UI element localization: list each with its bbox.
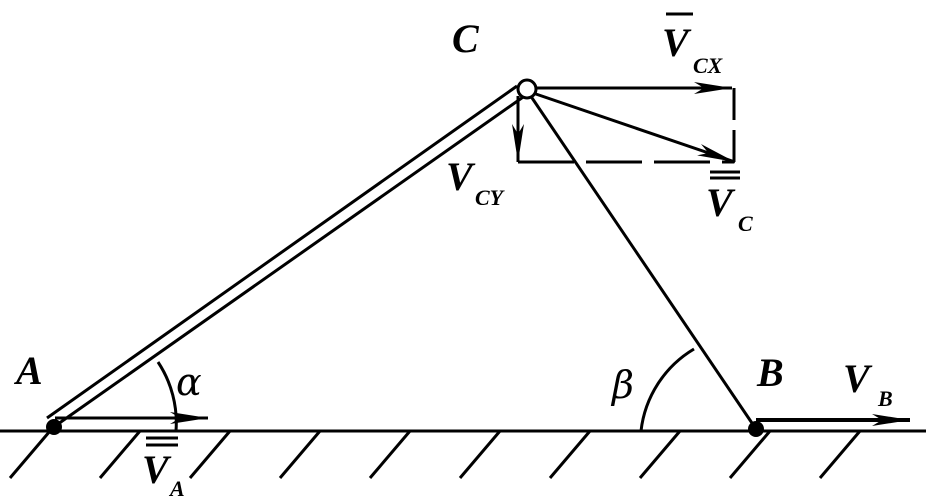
va-sub: A <box>168 476 185 500</box>
vcy-main: V <box>446 154 476 199</box>
angle-alpha-arc <box>156 361 178 432</box>
label-alpha: α <box>176 360 202 404</box>
label-c: C <box>452 16 480 61</box>
ground-hatching <box>8 430 862 479</box>
label-vb: V B <box>843 356 893 411</box>
vcy-sub: CY <box>475 185 506 210</box>
angle-beta-arc <box>639 347 695 432</box>
joint-c <box>516 78 538 100</box>
vcx-main: V <box>662 20 692 65</box>
vc-sub: C <box>738 211 753 236</box>
link-ac <box>46 84 527 426</box>
vcx-sub: CX <box>693 53 724 78</box>
joint-b <box>748 421 764 437</box>
vb-sub: B <box>877 386 893 411</box>
ground <box>0 429 926 479</box>
label-a: A <box>13 348 43 393</box>
label-beta: β <box>610 363 634 407</box>
vb-main: V <box>843 356 873 401</box>
vector-vc-arrow <box>529 90 736 164</box>
label-vcx: V CX <box>662 12 724 78</box>
label-vc: V C <box>706 170 753 236</box>
label-va: V A <box>142 436 185 500</box>
label-vcy: V CY <box>446 154 506 210</box>
vc-main: V <box>706 180 736 225</box>
link-cb <box>526 91 758 430</box>
joint-a <box>46 419 62 435</box>
label-b: B <box>756 350 784 395</box>
va-main: V <box>142 447 172 492</box>
